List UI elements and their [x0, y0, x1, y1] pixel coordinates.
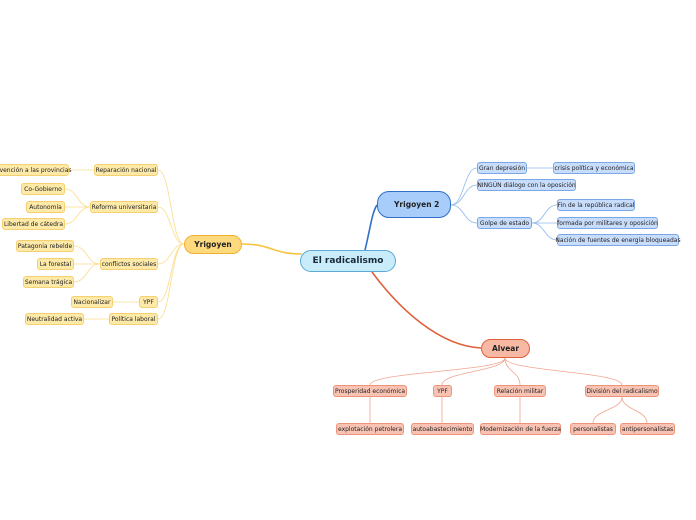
alvear-prosperidad-economica[interactable]: Prosperidad económica — [333, 385, 407, 397]
branch-alvear[interactable]: Alvear — [481, 339, 530, 358]
yrigoyen-intervencion-provincias[interactable]: Intervención a las provincias — [0, 164, 72, 176]
yrigoyen2-golpe-estado[interactable]: Golpe de estado — [477, 217, 532, 229]
link-golpe-child-2 — [531, 222, 558, 241]
yrigoyen2-fin-republica[interactable]: Fin de la república radical — [557, 199, 635, 211]
branch-yrigoyen[interactable]: Yrigoyen — [184, 235, 242, 254]
link-yrigoyen-sub-1 — [157, 206, 185, 245]
link-conflictos-child-0 — [73, 245, 101, 265]
link-division-child-0 — [592, 396, 623, 424]
link-root-yrigoyen2 — [364, 204, 378, 251]
link-reforma-child-0 — [64, 188, 91, 208]
link-reforma-child-2 — [64, 206, 91, 225]
link-yrigoyen-sub-2 — [157, 243, 185, 265]
alvear-antipersonalistas[interactable]: antipersonalistas — [620, 423, 675, 435]
alvear-personalistas[interactable]: personalistas — [570, 423, 616, 435]
yrigoyen2-nacion-fuentes[interactable]: Nación de fuentes de energía bloqueadas — [555, 234, 681, 246]
link-root-yrigoyen — [241, 243, 303, 255]
link-alvear-sub-0 — [369, 357, 506, 386]
link-alvear-sub-1 — [441, 357, 506, 386]
yrigoyen2-crisis-politica[interactable]: crisis política y económica — [553, 162, 635, 174]
link-alvear-sub-3 — [504, 357, 623, 386]
yrigoyen-conflictos-sociales[interactable]: conflictos sociales — [100, 258, 158, 270]
yrigoyen-autonomia[interactable]: Autonomía — [26, 201, 65, 213]
yrigoyen-co-gobierno[interactable]: Co-Gobierno — [21, 183, 65, 195]
yrigoyen2-gran-depresion[interactable]: Gran depresión — [477, 162, 527, 174]
link-yrigoyen-sub-0 — [157, 169, 185, 245]
root-node[interactable]: El radicalismo — [300, 250, 396, 272]
yrigoyen-patagonia-rebelde[interactable]: Patagonia rebelde — [16, 240, 74, 252]
link-root-alvear — [371, 271, 482, 349]
alvear-relacion-militar[interactable]: Relación militar — [494, 385, 546, 397]
yrigoyen2-ningun-dialogo[interactable]: NINGÚN diálogo con la oposición — [477, 179, 576, 191]
branch-yrigoyen-2[interactable]: Yrigoyen 2 — [377, 191, 451, 218]
alvear-explotacion-petrolera[interactable]: explotación petrolera — [336, 423, 404, 435]
link-yrigoyen-sub-3 — [157, 243, 185, 303]
link-golpe-child-0 — [531, 204, 558, 224]
alvear-autoabastecimiento[interactable]: autoabastecimiento — [411, 423, 474, 435]
alvear-modernizacion-fuerza[interactable]: Modernización de la fuerza — [480, 423, 561, 435]
alvear-division-radicalismo[interactable]: División del radicalismo — [585, 385, 659, 397]
link-division-child-1 — [621, 396, 648, 424]
yrigoyen2-formada-militares[interactable]: formada por militares y oposición — [557, 217, 658, 229]
link-conflictos-child-2 — [73, 263, 101, 283]
yrigoyen-reforma-universitaria[interactable]: Reforma universitaria — [90, 201, 158, 213]
yrigoyen-politica-laboral[interactable]: Política laboral — [109, 313, 158, 325]
link-alvear-sub-2 — [504, 357, 521, 386]
yrigoyen-reparacion-nacional[interactable]: Reparación nacional — [94, 164, 158, 176]
yrigoyen-ypf[interactable]: YPF — [139, 296, 158, 308]
link-yrigoyen2-sub-1 — [450, 184, 478, 206]
yrigoyen-libertad-catedra[interactable]: Libertad de cátedra — [2, 218, 65, 230]
yrigoyen-semana-tragica[interactable]: Semana trágica — [23, 276, 74, 288]
link-yrigoyen-sub-4 — [157, 243, 185, 320]
yrigoyen-neutralidad-activa[interactable]: Neutralidad activa — [25, 313, 84, 325]
link-yrigoyen2-sub-0 — [450, 167, 478, 206]
yrigoyen-la-forestal[interactable]: La forestal — [37, 258, 74, 270]
link-yrigoyen2-sub-2 — [450, 204, 478, 224]
alvear-ypf[interactable]: YPF — [433, 385, 452, 397]
yrigoyen-nacionalizar[interactable]: Nacionalizar — [71, 296, 113, 308]
